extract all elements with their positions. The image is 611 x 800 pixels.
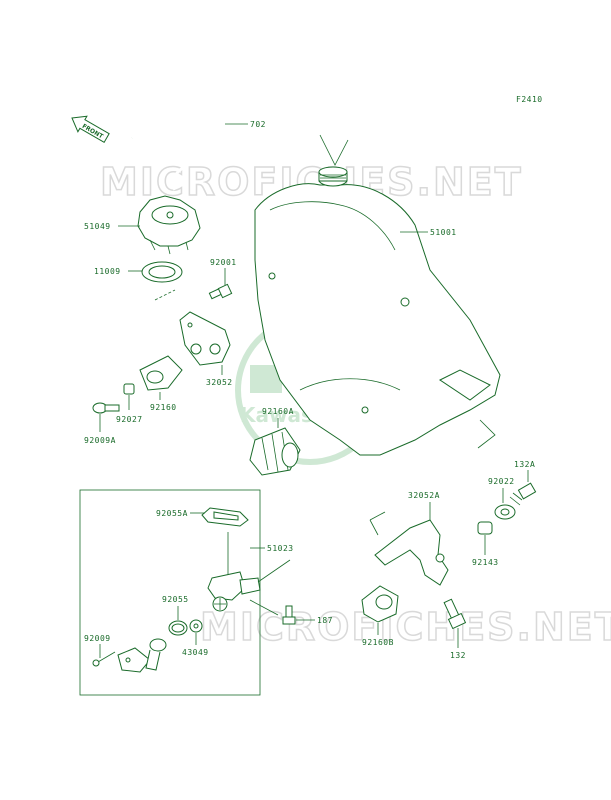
cap-gasket <box>141 261 183 283</box>
label-43049: 43049 <box>182 648 209 657</box>
label-92009: 92009 <box>84 634 111 643</box>
label-187: 187 <box>317 616 333 625</box>
bracket-32052 <box>179 311 231 366</box>
bolt-132a <box>509 482 537 506</box>
fuel-cock-assembly <box>207 532 291 616</box>
fuel-cock-inset-box <box>79 489 261 696</box>
damper-92160 <box>139 355 183 391</box>
gasket-92055a <box>201 507 249 527</box>
label-92160a: 92160A <box>262 407 294 416</box>
label-132a: 132A <box>514 460 535 469</box>
washer-92022 <box>494 504 516 520</box>
label-92009a: 92009A <box>84 436 116 445</box>
damper-92160a <box>249 427 301 476</box>
lever-plate <box>117 647 151 673</box>
label-32052: 32052 <box>206 378 233 387</box>
label-92160b: 92160B <box>362 638 394 647</box>
fuel-tank <box>254 134 501 456</box>
figure-code: F2410 <box>516 95 543 104</box>
label-11009: 11009 <box>94 267 121 276</box>
label-51001: 51001 <box>430 228 457 237</box>
label-92160: 92160 <box>150 403 177 412</box>
bolt-92009a <box>92 402 120 414</box>
screw-92009 <box>92 651 116 667</box>
bracket-32052a <box>369 511 449 586</box>
collar-92143 <box>477 521 493 535</box>
damper-92160b <box>361 585 399 623</box>
fuel-cock-lever <box>145 638 167 671</box>
label-92055: 92055 <box>162 595 189 604</box>
label-51049: 51049 <box>84 222 111 231</box>
label-92055a: 92055A <box>156 509 188 518</box>
fuel-cap <box>137 195 201 255</box>
label-92022: 92022 <box>488 477 515 486</box>
label-92143: 92143 <box>472 558 499 567</box>
label-132: 132 <box>450 651 466 660</box>
watermark-top: MICROFICHES.NET <box>100 160 523 204</box>
label-702: 702 <box>250 120 266 129</box>
o-ring-92055 <box>168 620 188 636</box>
label-32052a: 32052A <box>408 491 440 500</box>
collar-92027 <box>123 383 135 395</box>
breather-hose <box>131 114 222 191</box>
front-arrow-icon: FRONT <box>71 115 110 144</box>
screw-187 <box>282 605 296 625</box>
label-51023: 51023 <box>267 544 294 553</box>
bolt-132 <box>443 598 467 630</box>
label-92027: 92027 <box>116 415 143 424</box>
watermark-bottom: MICROFICHES.NET <box>200 605 611 649</box>
bolt-92001 <box>208 283 233 300</box>
washer-43049 <box>189 619 203 633</box>
label-92001: 92001 <box>210 258 237 267</box>
